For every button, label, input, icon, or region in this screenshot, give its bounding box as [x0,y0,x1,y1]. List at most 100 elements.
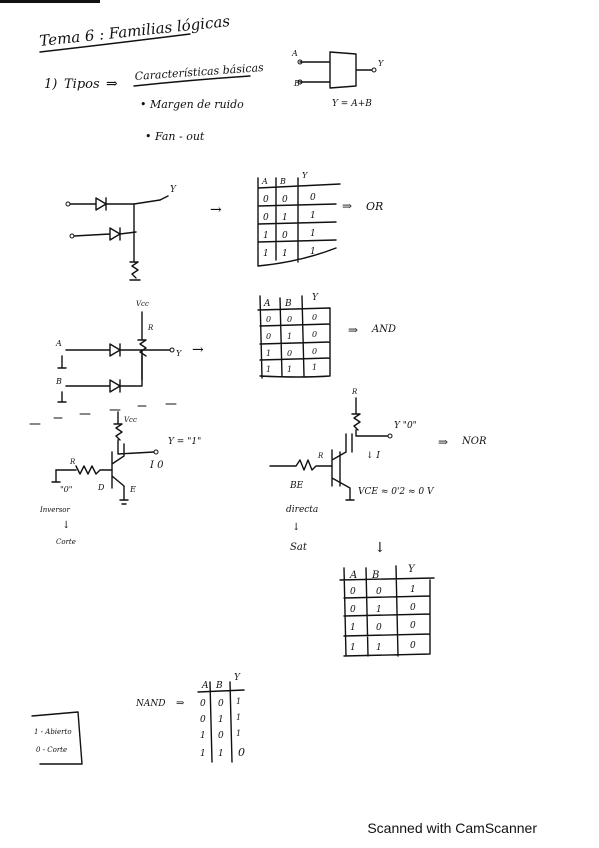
and-vcc: Vcc [136,300,149,308]
nand-cell: 0 [200,699,206,709]
tl-vcc: Vcc [124,416,137,424]
nor-truth-table: A B Y 0 0 1 0 1 0 1 0 0 1 1 0 [339,564,435,657]
nand-cell: 1 [236,729,241,738]
tl-e: E [129,485,136,494]
legend-line-1: 1 - Abierto [34,728,72,736]
gate-input-b: B [293,79,300,88]
gate-input-a: A [291,49,298,58]
tr-result: NOR [461,436,487,447]
and-result-arrow: ⇒ [348,323,358,337]
or-th-y: Y [302,171,308,180]
tl-arrow-down: ↓ [62,520,70,531]
nor-cell: 0 [410,621,416,631]
nor-cell: 1 [376,605,382,615]
or-cell: 1 [310,247,316,257]
and-cell: 0 [312,347,317,356]
nand-cell: 0 [218,731,224,741]
nand-truth-table: A B Y 0 0 1 0 1 1 1 0 1 1 1 0 [197,673,245,763]
and-input-b: B [55,377,62,386]
or-result: OR [366,200,383,213]
or-cell: 1 [282,249,288,259]
tl-io: I 0 [149,460,164,471]
gate-input-b-terminal [297,79,303,85]
or-arrow: → [210,202,222,218]
nand-cell: 0 [218,699,224,709]
nor-cell: 1 [376,643,382,653]
transistor-right-circuit [269,397,393,501]
or-cell: 1 [263,249,269,259]
scan-edge [0,0,100,3]
and-arrow: → [192,342,204,358]
or-cell: 1 [282,213,288,223]
or-truth-table: A B Y 0 0 0 0 1 1 1 0 1 1 1 1 [257,171,341,267]
and-cell: 1 [287,365,292,374]
tl-input: "0" [60,485,72,494]
or-cell: 1 [263,231,269,241]
or-th-b: B [279,177,286,186]
tr-arrow-down: ↓ [292,522,300,533]
nor-cell: 0 [350,587,356,597]
bullet-2: • Fan - out [145,130,205,143]
nand-label: NAND [135,699,165,709]
section-types: Tipos [64,77,100,92]
gate-output-y: Y [378,59,384,68]
nand-cell: 0 [200,715,206,725]
gate-equation: Y = A+B [332,99,372,109]
tr-be: BE [289,481,304,491]
tr-current: ↓ I [366,451,380,461]
nand-th-b: B [215,681,223,691]
or-th-a: A [261,177,268,186]
title-underline [39,33,191,53]
tr-be-state: directa [286,505,318,515]
or-cell: 1 [310,211,316,221]
and-th-b: B [284,299,292,309]
and-cell: 0 [287,315,292,324]
nor-cell: 0 [350,605,356,615]
tr-result-arrow: ⇒ [438,435,448,449]
nand-cell: 1 [218,715,224,725]
nor-cell: 0 [410,641,416,651]
and-result: AND [371,324,396,335]
or-result-arrow: ⇒ [342,199,352,213]
nand-cell: 1 [218,749,224,759]
heading-underline [133,75,251,87]
nor-cell: 0 [376,587,382,597]
and-th-y: Y [312,293,319,303]
or-cell: 0 [310,193,316,203]
and-cell: 1 [266,349,271,358]
and-output-y: Y [176,349,182,358]
tr-y-eq: Y "0" [394,421,417,431]
separator-dashes [29,403,177,425]
and-cell: 1 [266,365,271,374]
and-cell: 0 [266,332,271,341]
or-cell: 0 [263,213,269,223]
nand-th-y: Y [234,673,241,683]
and-cell: 1 [312,363,317,372]
nor-cell: 1 [350,643,356,653]
and-th-a: A [263,299,271,309]
nand-cell: 0 [238,746,245,759]
and-cell: 0 [312,313,317,322]
nand-cell: 1 [200,749,206,759]
tr-table-arrow: ↓ [374,540,386,556]
nor-cell: 1 [350,623,356,633]
or-cell: 0 [282,195,288,205]
and-r: R [147,324,154,332]
or-cell: 0 [263,195,269,205]
and-cell: 0 [266,315,271,324]
tr-sat: Sat [290,542,308,553]
gate-input-a-terminal [297,59,303,65]
nor-cell: 0 [410,603,416,613]
and-cell: 0 [287,349,292,358]
nand-arrow: ⇒ [176,698,185,709]
tl-note-1: Inversor [39,506,71,514]
nand-cell: 1 [200,731,206,741]
or-output-y: Y [170,185,177,195]
gate-output-terminal [371,67,377,73]
tl-y-eq: Y = "1" [168,437,201,447]
nand-cell: 1 [236,697,241,706]
and-input-a: A [55,339,62,348]
nor-th-a: A [349,570,357,581]
